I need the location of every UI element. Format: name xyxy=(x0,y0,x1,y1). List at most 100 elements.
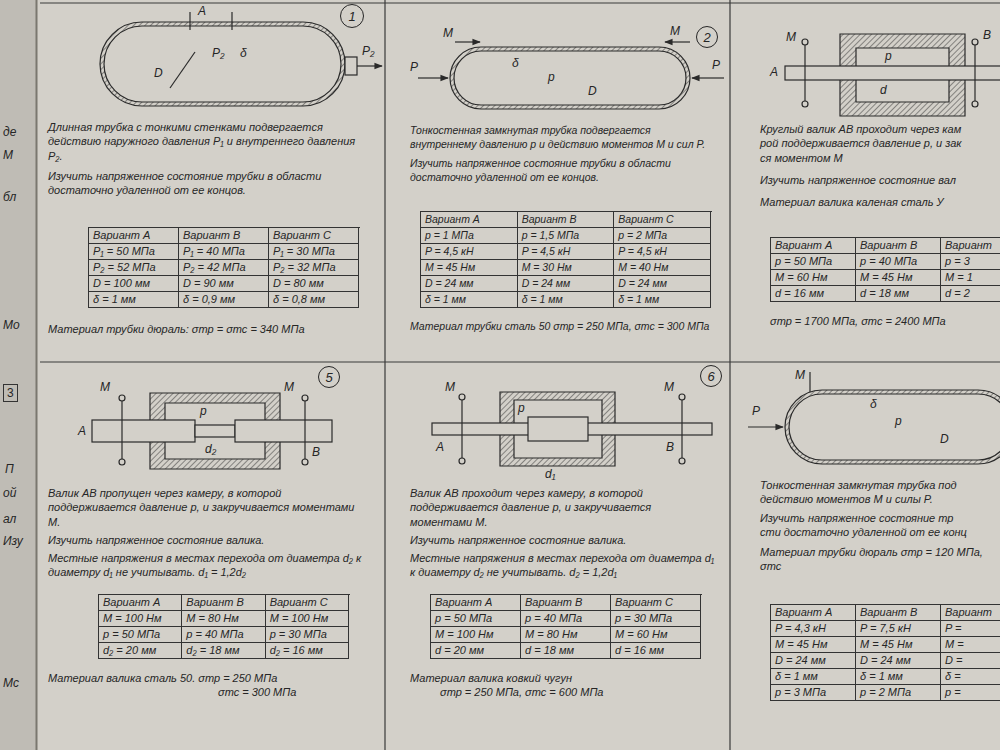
table-cell: d = 16 мм xyxy=(771,286,856,302)
table-cell: M = 45 Нм xyxy=(856,637,941,653)
table-header-cell: Вариант xyxy=(941,605,1000,621)
problem-text: Материал валика каленая сталь У xyxy=(760,195,996,209)
table-header-cell: Вариант xyxy=(941,238,1000,254)
table-header-cell: Вариант A xyxy=(89,228,179,244)
figure-label: p xyxy=(548,70,555,84)
figure-label: D xyxy=(588,84,597,98)
margin-fragment: М xyxy=(3,148,13,162)
table-cell: M = 100 Нм xyxy=(431,627,521,643)
table-cell: d = 18 мм xyxy=(521,643,611,659)
table-header-cell: Вариант B xyxy=(856,238,941,254)
table-header-cell: Вариант B xyxy=(179,228,269,244)
figure-label: M xyxy=(443,26,453,40)
table-header-cell: Вариант A xyxy=(421,212,518,228)
figure-label: M xyxy=(795,368,805,382)
table-cell: M = 45 Нм xyxy=(421,260,518,276)
callout-number: 6 xyxy=(707,370,714,383)
table-cell: p = 1,5 МПа xyxy=(518,228,615,244)
table-header-cell: Вариант C xyxy=(611,595,701,611)
margin-fragment: 3 xyxy=(3,384,18,402)
problem-number-circle: 5 xyxy=(318,366,340,388)
table-header-cell: Вариант A xyxy=(431,595,521,611)
page-margin xyxy=(0,0,37,750)
figure-label: P xyxy=(752,404,760,418)
figure-label: p xyxy=(885,49,892,63)
table-cell: p = 2 МПа xyxy=(614,228,711,244)
table-cell: P₁ = 30 МПа xyxy=(269,244,359,260)
problem-number-circle: 1 xyxy=(340,4,364,28)
table-cell: M = 40 Нм xyxy=(614,260,711,276)
figure-label: M xyxy=(100,380,110,394)
table-cell: D = 80 мм xyxy=(269,276,359,292)
table-cell: d₂ = 16 мм xyxy=(266,643,349,659)
problem-text: Изучить напряженное состояние тр xyxy=(760,511,996,525)
problem-cell: Круглый валик AB проходит через камрой п… xyxy=(730,0,1000,362)
problem-cell: Тонкостенная замкнутая трубка подвергает… xyxy=(385,0,730,362)
figure-label: δ xyxy=(512,56,519,70)
table-cell: p = xyxy=(941,685,1000,701)
table-cell: δ = xyxy=(941,669,1000,685)
table-header-cell: Вариант B xyxy=(856,605,941,621)
table-cell: P = 4,3 кН xyxy=(771,621,856,637)
problem-text: рой поддерживается давление p, и зак xyxy=(760,136,996,150)
figure-label: P xyxy=(410,60,418,74)
table-cell: p = 50 МПа xyxy=(99,627,182,643)
table-header-cell: Вариант A xyxy=(99,595,182,611)
problem-text: Материал валика сталь 50. σтр = 250 МПа xyxy=(48,671,363,685)
table-header-cell: Вариант A xyxy=(771,238,856,254)
tube-figure-2 xyxy=(418,42,724,109)
table-cell: M = 1 xyxy=(941,270,1000,286)
table-cell: p = 1 МПа xyxy=(421,228,518,244)
table-cell: D = 24 мм xyxy=(518,276,615,292)
table-cell: p = 50 МПа xyxy=(771,254,856,270)
table-cell: P = 4,5 кН xyxy=(518,244,615,260)
table-cell: P = 4,5 кН xyxy=(614,244,711,260)
shaft-figure-3 xyxy=(785,34,1000,116)
variant-table: Вариант AВариант BВариант CM = 100 НмM =… xyxy=(98,594,350,659)
figure-label: D xyxy=(154,66,163,80)
problem-text: Изучить напряженное состояние трубки в о… xyxy=(48,169,368,198)
problem-cell: Валик AB пропущен через камеру, в которо… xyxy=(40,362,385,750)
figure-label: d₁ xyxy=(545,467,555,481)
table-cell: D = 90 мм xyxy=(179,276,269,292)
figure-label: B xyxy=(312,445,320,459)
figure-label: δ xyxy=(240,46,247,60)
figure-label: P₂ xyxy=(362,44,375,58)
problem-text: действию моментов M и силы P. xyxy=(760,492,996,506)
table-cell: M = 100 Нм xyxy=(99,611,182,627)
table-cell: d = 16 мм xyxy=(611,643,701,659)
callout-number: 5 xyxy=(325,371,332,384)
table-cell: δ = 1 мм xyxy=(771,669,856,685)
margin-fragment: ал xyxy=(3,512,16,526)
table-cell: d = 18 мм xyxy=(856,286,941,302)
table-cell: δ = 0,8 мм xyxy=(269,292,359,308)
table-cell: p = 3 МПа xyxy=(771,685,856,701)
grid-lines xyxy=(40,0,1000,750)
table-cell: P₂ = 32 МПа xyxy=(269,260,359,276)
figure-label: A xyxy=(770,65,778,79)
problem-number-circle: 6 xyxy=(700,365,722,387)
problem-text: Изучить напряженное состояние валика. xyxy=(410,533,715,547)
table-cell: P₁ = 50 МПа xyxy=(89,244,179,260)
table-cell: δ = 1 мм xyxy=(89,292,179,308)
table-header-cell: Вариант B xyxy=(518,212,615,228)
variant-table: Вариант AВариант BВариант Cp = 50 МПаp =… xyxy=(430,594,702,659)
problem-text: Местные напряжения в местах перехода от … xyxy=(410,551,715,580)
problem-text: σтр = 1700 МПа, σтс = 2400 МПа xyxy=(770,314,996,328)
variant-table: Вариант AВариант BВариант CP₁ = 50 МПаP₁… xyxy=(88,227,360,308)
figure-label: B xyxy=(983,28,991,42)
problem-text: Изучить напряженное состояние валика. xyxy=(48,533,363,547)
table-cell: P = 4,5 кН xyxy=(421,244,518,260)
table-cell: δ = 0,9 мм xyxy=(179,292,269,308)
figure-label: d xyxy=(880,83,887,97)
figure-label: D xyxy=(940,432,949,446)
table-cell: p = 30 МПа xyxy=(611,611,701,627)
table-header-cell: Вариант C xyxy=(266,595,349,611)
problem-text: Материал валика ковкий чугун xyxy=(410,671,715,685)
problem-text: Валик AB проходит через камеру, в которо… xyxy=(410,486,715,529)
shaft-figure-6 xyxy=(432,392,712,466)
table-cell: D = 24 мм xyxy=(421,276,518,292)
problem-number-circle: 2 xyxy=(696,26,718,48)
variant-table: Вариант AВариант BВариантp = 50 МПаp = 4… xyxy=(770,237,1000,302)
variant-table: Вариант AВариант BВариантP = 4,3 кНP = 7… xyxy=(770,604,1000,701)
